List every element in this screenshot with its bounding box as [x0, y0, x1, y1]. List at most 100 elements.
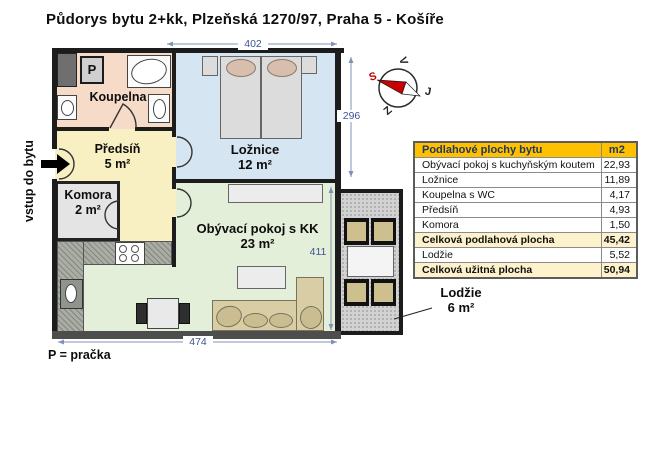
wall-segment: [172, 167, 176, 189]
room-label-komora: Komora 2 m²: [56, 188, 120, 218]
pillow-icon: [226, 59, 256, 77]
bathtub-icon: [127, 55, 171, 88]
area-value-cell: 4,17: [600, 187, 638, 203]
room-label-predsin: Předsíň 5 m²: [75, 142, 160, 172]
room-area: 6 m²: [447, 300, 475, 315]
area-value-cell: 11,89: [600, 172, 638, 188]
table-header-row: Podlahové plochy bytu m2: [413, 141, 638, 158]
loggia-chair-icon: [371, 279, 396, 306]
washing-machine-icon: P: [80, 56, 104, 84]
burner-icon: [119, 245, 127, 253]
room-name-cell: Lodžie: [413, 247, 602, 263]
room-area: 12 m²: [238, 157, 272, 172]
room-name: Koupelna: [89, 90, 147, 104]
room-name: Komora: [64, 188, 112, 202]
area-value-cell: 5,52: [600, 247, 638, 263]
sofa-cushion: [243, 313, 268, 328]
wall-segment: [172, 48, 176, 137]
wall-segment: [135, 127, 176, 131]
room-name-cell: Celková podlahová plocha: [413, 232, 602, 248]
table-row: Lodžie 5,52: [413, 247, 638, 263]
stove-icon: [115, 242, 145, 265]
room-area: 2 m²: [75, 203, 101, 217]
wall-segment: [52, 48, 57, 149]
compass-east-label: V: [396, 55, 410, 67]
table-row: Komora 1,50: [413, 217, 638, 233]
room-name-cell: Koupelna s WC: [413, 187, 602, 203]
compass-icon: [376, 68, 421, 108]
area-value-cell: 45,42: [600, 232, 638, 248]
room-name-cell: Komora: [413, 217, 602, 233]
loggia-chair-icon: [344, 279, 369, 306]
burner-icon: [119, 254, 127, 262]
room-name-cell: Ložnice: [413, 172, 602, 188]
room-name-cell: Celková užitná plocha: [413, 262, 602, 279]
room-name-cell: Předsíň: [413, 202, 602, 218]
wardrobe-icon: [228, 184, 323, 203]
dimension-bottom-label: 474: [183, 336, 213, 348]
sink-basin: [61, 100, 74, 116]
room-name: Ložnice: [230, 142, 280, 157]
dimension-right-label: 296: [337, 110, 366, 122]
room-label-koupelna: Koupelna: [72, 90, 164, 105]
utility-shaft: [57, 53, 77, 87]
page-title: Půdorys bytu 2+kk, Plzeňská 1270/97, Pra…: [46, 11, 444, 28]
burner-icon: [131, 254, 139, 262]
area-value-cell: 1,50: [600, 217, 638, 233]
table-row: Koupelna s WC 4,17: [413, 187, 638, 203]
table-header-unit: m2: [600, 141, 638, 158]
sink-basin: [65, 284, 77, 303]
chair-icon: [179, 303, 190, 324]
toilet-icon: [148, 94, 170, 123]
table-row: Ložnice 11,89: [413, 172, 638, 188]
washer-legend: P = pračka: [48, 348, 111, 362]
room-label-lodzie: Lodžie 6 m²: [424, 285, 498, 315]
compass-north-label: S: [367, 70, 379, 84]
chair-seat: [347, 222, 366, 241]
window-wall: [52, 331, 341, 339]
wall-segment: [335, 48, 341, 339]
compass-needle-south: [401, 81, 421, 97]
chair-seat: [347, 283, 366, 302]
table-total-row: Celková užitná plocha 50,94: [413, 262, 638, 279]
loggia-table-icon: [347, 246, 394, 277]
wall-segment: [172, 217, 176, 267]
kitchen-sink-icon: [60, 279, 83, 309]
compass-south-label: J: [423, 85, 433, 99]
room-name: Předsíň: [94, 142, 141, 156]
chair-seat: [374, 283, 393, 302]
area-value-cell: 22,93: [600, 157, 638, 173]
dining-table-icon: [147, 298, 179, 329]
pillow-icon: [267, 59, 297, 77]
dimension-top-label: 402: [238, 38, 268, 50]
table-total-row: Celková podlahová plocha 45,42: [413, 232, 638, 248]
room-area: 5 m²: [104, 157, 131, 171]
nightstand-icon: [202, 56, 218, 76]
area-value-cell: 50,94: [600, 262, 638, 279]
dimension-inner-label: 411: [306, 246, 330, 258]
room-label-obyvaci: Obývací pokoj s KK 23 m²: [180, 221, 335, 251]
burner-icon: [131, 245, 139, 253]
chair-seat: [374, 222, 393, 241]
wall-segment: [172, 179, 341, 183]
area-value-cell: 4,93: [600, 202, 638, 218]
sofa-cushion: [269, 313, 293, 328]
loggia-chair-icon: [344, 218, 369, 245]
table-row: Obývací pokoj s kuchyňským koutem 22,93: [413, 157, 638, 173]
wall-segment: [52, 127, 109, 131]
room-name: Lodžie: [440, 285, 482, 300]
areas-table: Podlahové plochy bytu m2 Obývací pokoj s…: [413, 141, 639, 279]
entry-label: vstup do bytu: [22, 140, 36, 222]
room-label-loznice: Ložnice 12 m²: [205, 142, 305, 172]
chair-icon: [136, 303, 147, 324]
room-area: 23 m²: [240, 236, 275, 251]
wall-segment: [52, 48, 344, 53]
wall-segment: [52, 179, 57, 339]
bathroom-sink-icon: [57, 95, 77, 120]
bathtub-basin: [128, 55, 170, 88]
room-name-cell: Obývací pokoj s kuchyňským koutem: [413, 157, 602, 173]
coffee-table-icon: [237, 266, 286, 289]
table-row: Předsíň 4,93: [413, 202, 638, 218]
compass-needle-north: [376, 79, 407, 95]
